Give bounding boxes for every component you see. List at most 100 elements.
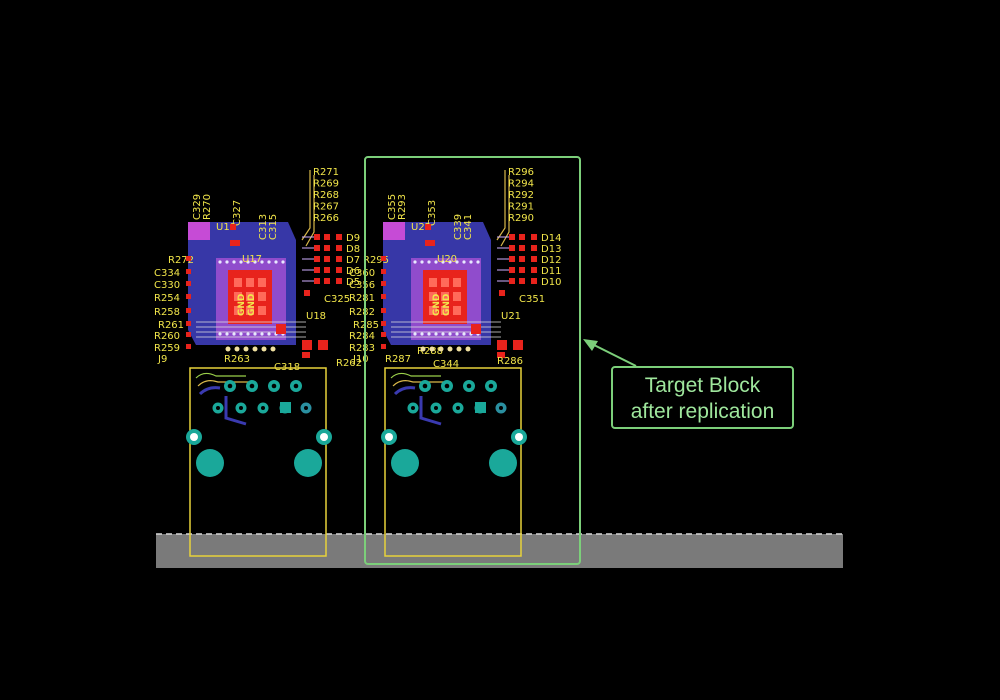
ref-upper-U19: U19 [216, 222, 236, 233]
chip-pad [441, 278, 449, 287]
ref-cap-C325: C325 [324, 294, 350, 305]
mount-hole-center [190, 433, 198, 441]
via [429, 346, 435, 352]
via [420, 260, 424, 264]
via [225, 346, 231, 352]
small-cap [230, 224, 236, 230]
pin-hole [216, 406, 220, 410]
pin-hole [293, 383, 299, 389]
ref-left-R284: R284 [349, 331, 375, 342]
left-pad [186, 269, 191, 274]
via [225, 332, 229, 336]
chip-pad [246, 292, 254, 301]
ref-top-R268: R268 [313, 190, 339, 201]
via [455, 332, 459, 336]
via [448, 332, 452, 336]
led-pad [519, 234, 525, 240]
left-pad [381, 281, 386, 286]
trace [305, 175, 315, 247]
ref-upper-C339: C339 [453, 214, 464, 240]
ref-bottom-R262: R262 [336, 358, 362, 369]
copper-block [318, 340, 328, 350]
pin-hole [422, 383, 428, 389]
ref-corner-R293: R293 [397, 194, 408, 220]
via [413, 332, 417, 336]
ref-top-R292: R292 [508, 190, 534, 201]
led-pad [314, 234, 320, 240]
ref-top-R296: R296 [508, 167, 534, 178]
connector-outline [384, 367, 522, 557]
left-pad [381, 256, 386, 261]
ref-ic-U18: U18 [306, 311, 326, 322]
via [267, 332, 271, 336]
led-pad [509, 245, 515, 251]
corner-pad-block [383, 222, 405, 240]
via [462, 332, 466, 336]
small-cap [230, 240, 240, 246]
chip-gnd-label: GND [247, 294, 257, 316]
ref-left-R282: R282 [349, 307, 375, 318]
via [427, 332, 431, 336]
ref-led-D10: D10 [541, 277, 561, 288]
pin-hole [499, 406, 503, 410]
ref-corner-C329: C329 [192, 194, 203, 220]
ref-led-D14: D14 [541, 233, 561, 244]
pin-hole [466, 383, 472, 389]
small-cap [304, 290, 310, 296]
ref-left-C334: C334 [154, 268, 180, 279]
copper-block [471, 324, 481, 334]
pin-hole [444, 383, 450, 389]
ref-led-D12: D12 [541, 255, 561, 266]
locator-peg [294, 449, 322, 477]
chip-pad [258, 278, 266, 287]
ref-connector-J9: J9 [157, 354, 167, 365]
target-block-highlight [364, 156, 581, 565]
via [253, 332, 257, 336]
ref-top-R290: R290 [508, 213, 534, 224]
led-pad [531, 234, 537, 240]
pin-hole [261, 406, 265, 410]
via [447, 346, 453, 352]
via [274, 260, 278, 264]
copper-block [302, 340, 312, 350]
led-pad [314, 256, 320, 262]
ref-left-R295: R295 [363, 255, 389, 266]
ref-upper-C353: C353 [427, 200, 438, 226]
chip-pad [234, 278, 242, 287]
chip-gnd-label-2: GND [432, 294, 442, 316]
pin-hole [456, 406, 460, 410]
ref-upper-C315: C315 [268, 214, 279, 240]
led-pad [336, 245, 342, 251]
trace [500, 175, 510, 247]
ref-corner-C355: C355 [387, 194, 398, 220]
ref-top-R267: R267 [313, 202, 339, 213]
left-pad [186, 294, 191, 299]
led-pad [324, 245, 330, 251]
ref-left-C330: C330 [154, 280, 180, 291]
square-pin [475, 402, 486, 413]
ref-led-D8: D8 [346, 244, 360, 255]
via [253, 260, 257, 264]
via [234, 346, 240, 352]
via [420, 332, 424, 336]
left-pad [186, 281, 191, 286]
ref-led-D6: D6 [346, 266, 360, 277]
led-pad [314, 245, 320, 251]
ref-led-D13: D13 [541, 244, 561, 255]
square-pin [280, 402, 291, 413]
via [434, 332, 438, 336]
via [476, 260, 480, 264]
ref-upper-C313: C313 [258, 214, 269, 240]
copper-block [276, 324, 286, 334]
ref-led-D11: D11 [541, 266, 561, 277]
chip-pad [453, 292, 461, 301]
chip-pad [453, 278, 461, 287]
chip-pad [246, 278, 254, 287]
copper-block [497, 340, 507, 350]
pin-hole [271, 383, 277, 389]
trace [419, 396, 442, 426]
ref-bottom-C344: C344 [433, 359, 459, 370]
